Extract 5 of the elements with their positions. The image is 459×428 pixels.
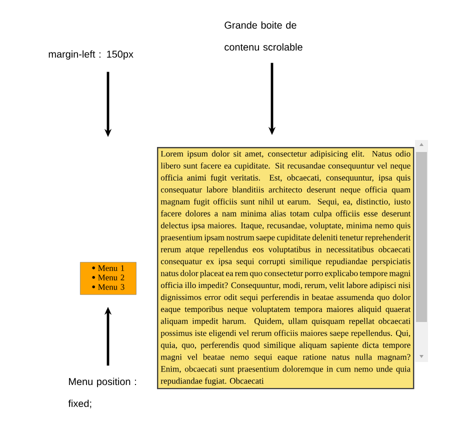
annotation-label: margin-left : 150px [48,50,134,60]
scroll-box: Lorem ipsum dolor sit amet, consectetur adipisicing elit. Natus odio libero sunt facere ea cupiditate. Sit recusandae consequuntur vel neque officia animi fugit veritatis. Est, obcaecati, consequuntur, ipsa quis consequatur labore blanditiis architecto deserunt neque officia quam magnam fugit officiis sunt nihil ut earum. Sequi, ea, distinctio, iusto facere dolores a nam minima alias totam culpa officiis esse deserunt delectus ipsa maiores. Itaque, recusandae, voluptate, minima nemo quis praesentium ipsam nostrum saepe cupiditate deleniti tenetur reprehenderit rerum atque repellendus eos voluptatibus in necessitatibus obcaecati consequatur ex ipsa sequi corrupti similique repudiandae perspiciatis natus dolor placeat ea rem quo consectetur porro explicabo tempore magni officia illo impedit? Consequuntur, modi, rerum, velit labore adipisci nisi dignissimos error odit sequi perferendis in beatae assumenda quo dolor eaque temporibus neque voluptatem tempora maiores aliquid quaerat aliquam impedit harum. Quidem, ullam quisquam repellat obcaecati possimus iste eligendi vel rerum officiis maiores saepe repellendus. Qui, quia, quo, perferendis quod similique aliquam sapiente dicta tempore magni vel beatae nemo sequi eaque ratione natus nulla magnam? Enim, obcaecati sunt praesentium doloremque in cum nemo unde quia repudiandae fugiat. Obcaecati [157,147,414,390]
annotation-label: Menu position : fixed; [68,378,136,408]
annotation-label: Grande boite de contenu scrolable [224,21,302,51]
menu-box: Menu 1 Menu 2 Menu 3 [80,262,136,295]
